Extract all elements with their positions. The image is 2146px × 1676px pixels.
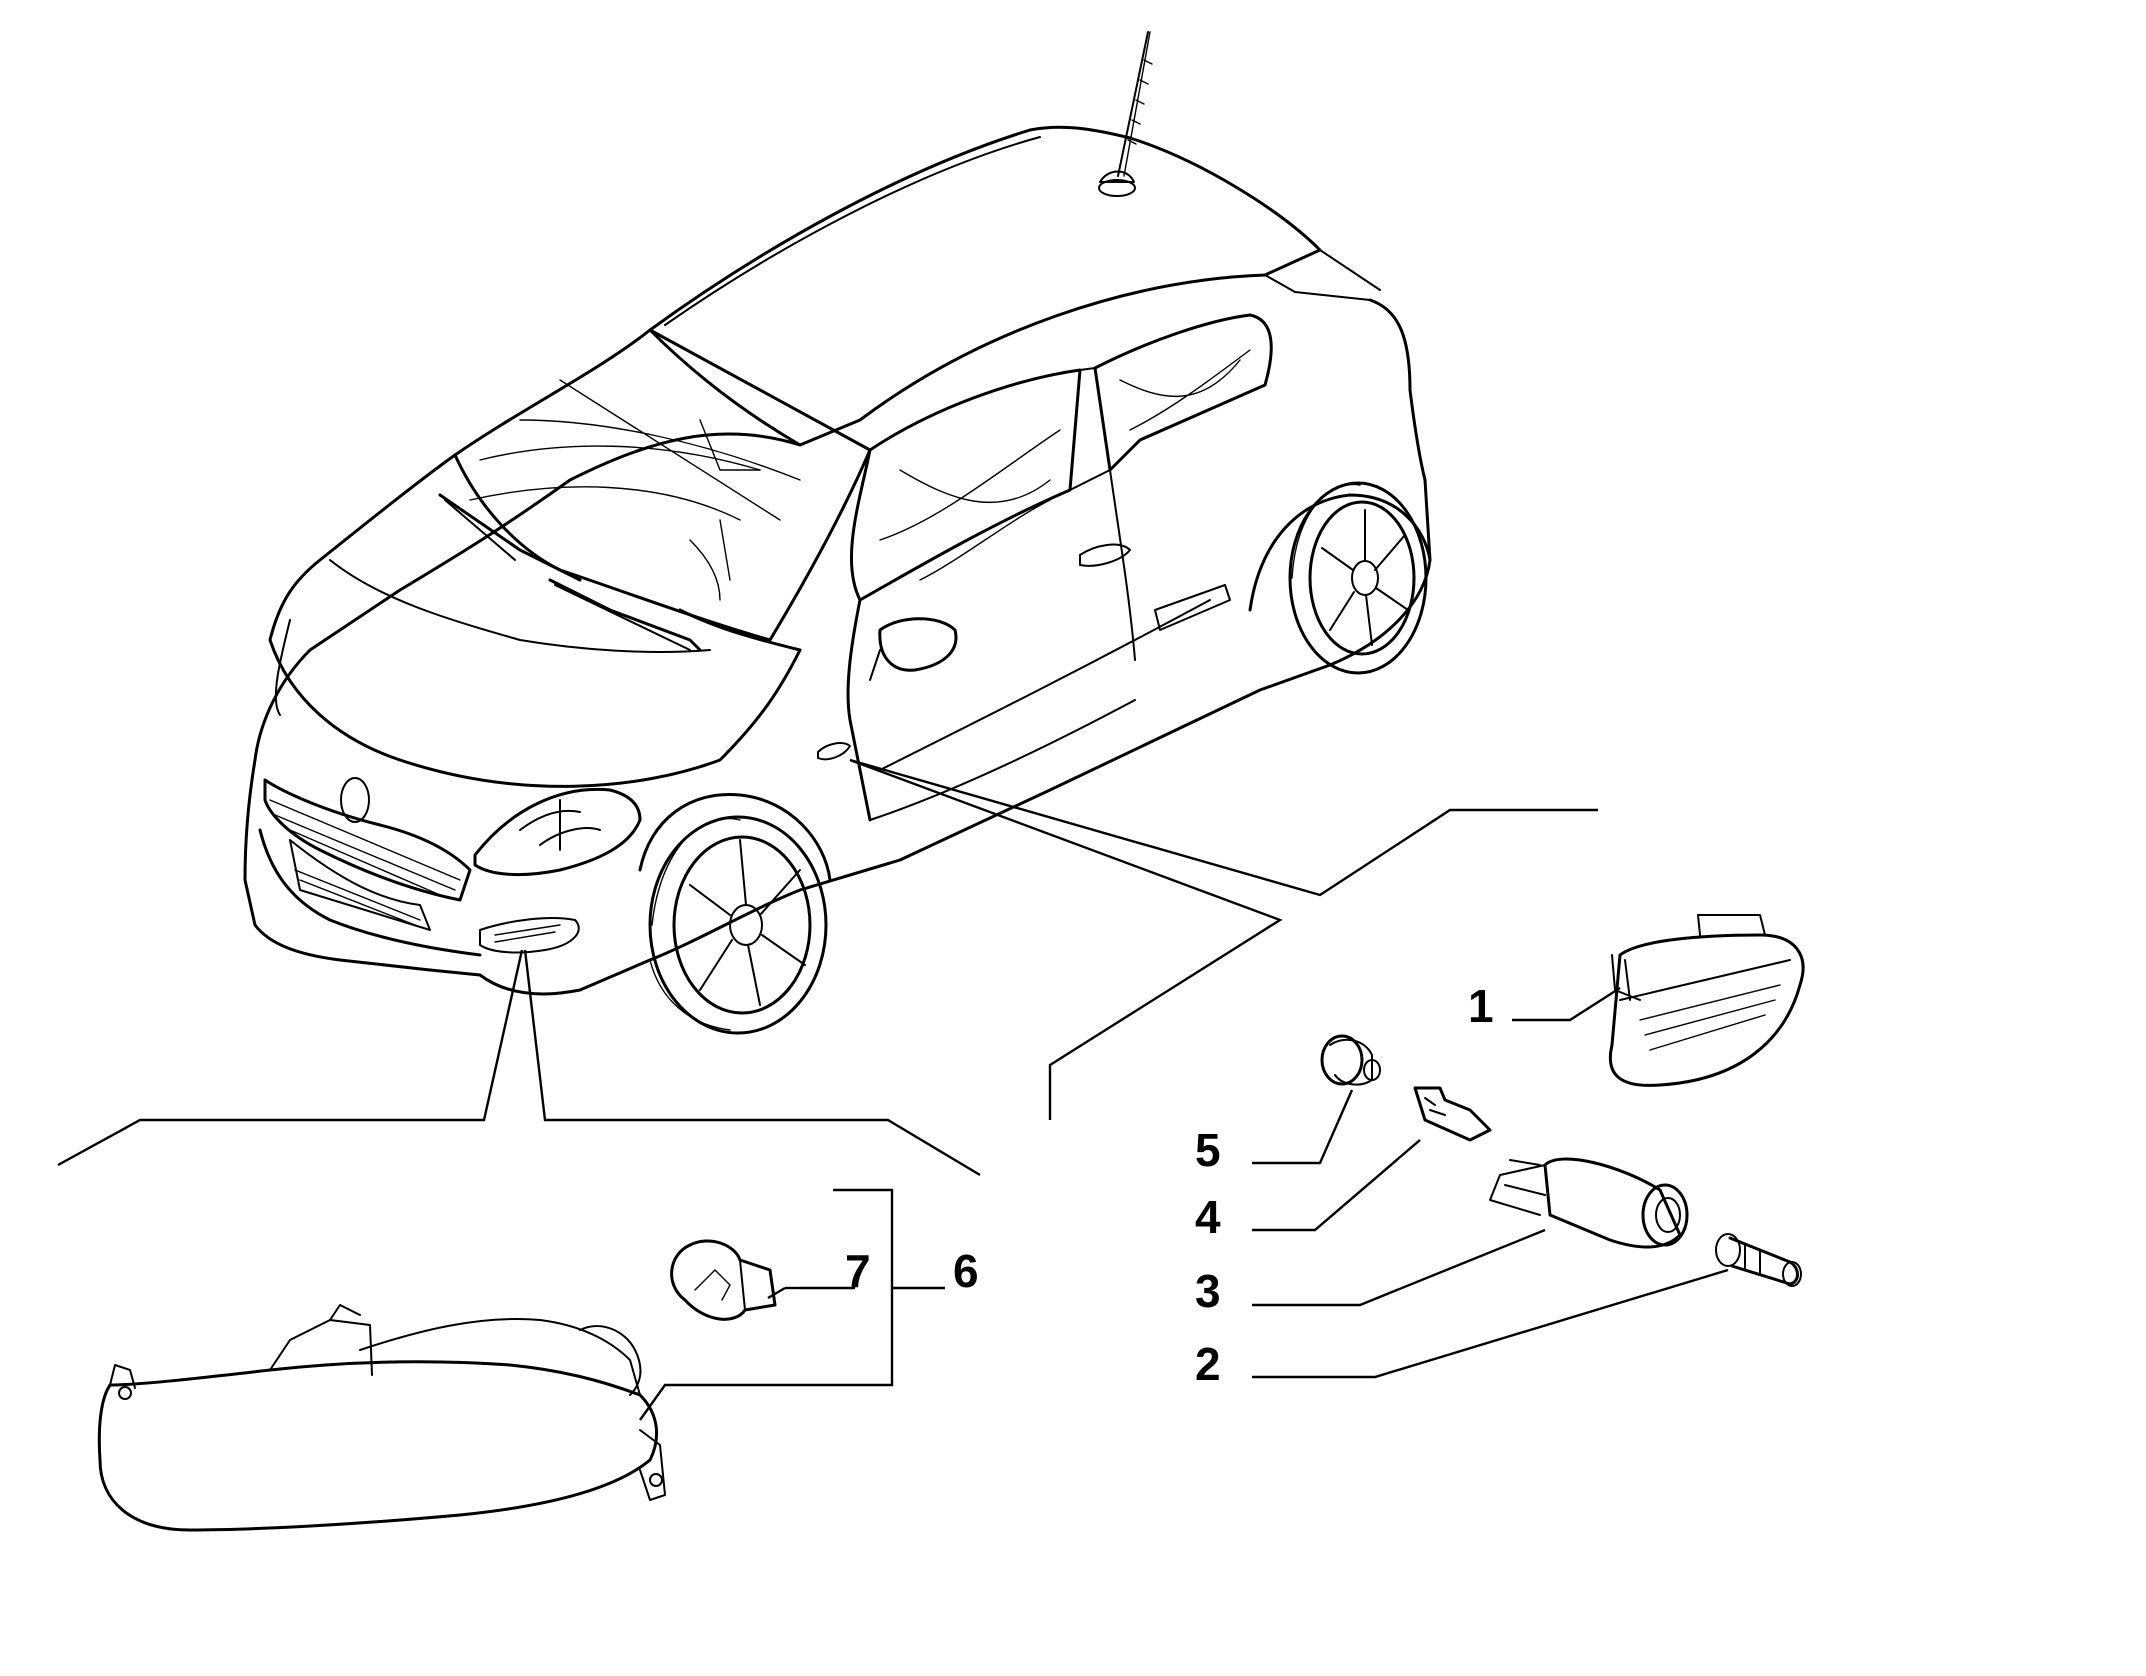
side-window-front xyxy=(849,368,1082,602)
front-wheel xyxy=(648,815,828,1035)
wiper-right xyxy=(548,578,702,652)
fog-lamp-location xyxy=(479,917,580,954)
antenna xyxy=(1098,31,1153,197)
callout-1: 1 xyxy=(1468,980,1494,1032)
leader-lines xyxy=(57,758,1729,1421)
callout-7: 7 xyxy=(845,1245,871,1297)
hood xyxy=(268,453,802,788)
callout-3: 3 xyxy=(1195,1265,1221,1317)
side-window-rear xyxy=(1093,313,1273,472)
part-side-repeater-lens xyxy=(1608,914,1805,1087)
body-outline xyxy=(243,298,1432,996)
part-lamp-socket xyxy=(1489,1157,1689,1249)
badge xyxy=(340,777,370,823)
part-bulb xyxy=(670,1239,777,1321)
windshield xyxy=(453,328,872,642)
part-grommet xyxy=(1320,1034,1381,1086)
callout-2: 2 xyxy=(1195,1338,1221,1390)
callout-6: 6 xyxy=(953,1245,979,1297)
wiper-left xyxy=(438,493,582,582)
part-fog-lamp xyxy=(97,1304,666,1532)
callout-5: 5 xyxy=(1195,1124,1221,1176)
side-mirror xyxy=(878,617,958,672)
car-illustration xyxy=(243,31,1432,1035)
part-clip xyxy=(1413,1086,1492,1142)
front-grille xyxy=(263,778,472,902)
side-repeater-location xyxy=(817,742,851,761)
headlight xyxy=(473,787,642,877)
door-handle xyxy=(1079,543,1131,567)
callout-4: 4 xyxy=(1195,1191,1221,1243)
callout-labels: 1 5 4 3 2 7 6 xyxy=(845,980,1494,1390)
rear-wheel xyxy=(1288,481,1428,675)
part-wedge-bulb xyxy=(1715,1233,1802,1287)
roof xyxy=(648,125,1322,447)
